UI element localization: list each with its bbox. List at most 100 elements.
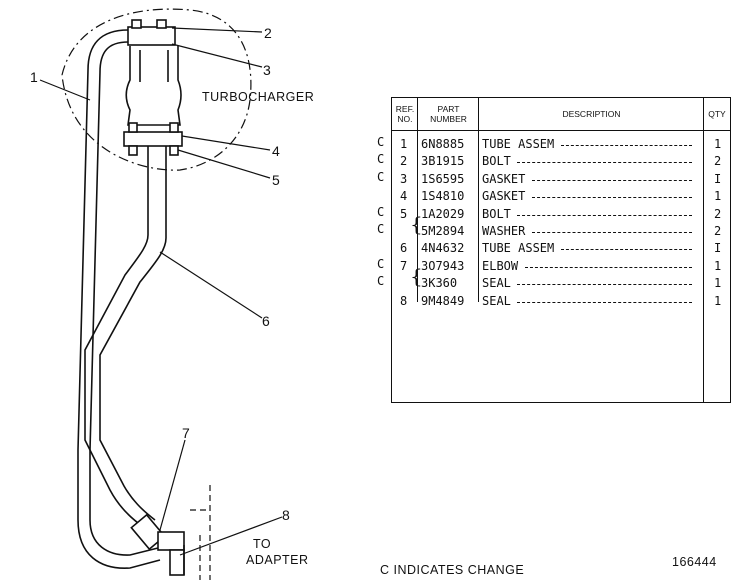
header-ref-no: REF.NO. — [392, 98, 418, 131]
part-number: 5M2894 — [421, 224, 465, 238]
table-row: 6 4N4632 TUBE ASSEM I — [392, 240, 730, 257]
ref-number: 5 — [400, 206, 408, 221]
description: TUBE ASSEM — [482, 137, 555, 151]
qty-header: QTY — [708, 109, 726, 119]
part-header-line1: PART — [437, 104, 460, 114]
quantity: 1 — [714, 258, 722, 273]
leader-dashes — [517, 214, 692, 216]
leader-dashes — [524, 266, 692, 268]
ref-number: 3 — [400, 171, 408, 186]
callout-2: 2 — [264, 25, 272, 41]
description: GASKET — [482, 171, 526, 186]
callout-4: 4 — [272, 143, 280, 159]
description: WASHER — [482, 224, 526, 238]
part-number: 1S6595 — [421, 171, 465, 186]
quantity: 1 — [714, 276, 722, 291]
quantity: 2 — [714, 206, 722, 221]
quantity: I — [714, 171, 722, 186]
part-number: 9M4849 — [421, 293, 465, 308]
brace-ref-7: { — [410, 263, 423, 288]
quantity: 1 — [714, 137, 722, 151]
turbocharger-label: TURBOCHARGER — [202, 90, 314, 104]
quantity: 2 — [714, 224, 722, 238]
change-marker: C — [377, 222, 385, 236]
change-marker: C — [377, 204, 385, 219]
tube-assembly-6 — [84, 146, 149, 529]
ref-header-line2: NO. — [397, 114, 413, 124]
quantity: 2 — [714, 154, 722, 169]
callout-7: 7 — [182, 425, 190, 441]
description: GASKET — [482, 189, 526, 204]
quantity: 1 — [714, 189, 722, 204]
leader-dashes — [531, 232, 692, 233]
ref-number: 7 — [400, 258, 408, 273]
turbo-connector — [125, 46, 182, 126]
callout-5: 5 — [272, 172, 280, 188]
part-number: 1A2029 — [421, 206, 465, 221]
description-header: DESCRIPTION — [562, 109, 621, 119]
change-marker: C — [377, 169, 385, 184]
table-row: 2 3B1915 BOLT 2 — [392, 153, 730, 170]
part-number: 6N8885 — [421, 137, 465, 151]
brace-ref-5: { — [410, 211, 423, 236]
change-marker: C — [377, 274, 385, 289]
table-row: 5M2894 WASHER 2 — [392, 223, 730, 240]
description: ELBOW — [482, 258, 519, 273]
leader-dashes — [517, 301, 692, 303]
adapter-outline — [190, 485, 211, 580]
description: SEAL — [482, 293, 511, 308]
top-flange — [127, 26, 176, 46]
header-qty: QTY — [704, 98, 730, 131]
change-marker: C — [377, 256, 385, 271]
description: BOLT — [482, 154, 511, 169]
table-row: 7 3O7943 ELBOW 1 — [392, 258, 730, 275]
to-adapter-label-line2: ADAPTER — [246, 553, 309, 567]
table-row: 1 6N8885 TUBE ASSEM 1 — [392, 136, 730, 153]
change-footnote: C INDICATES CHANGE — [380, 563, 525, 577]
column-divider — [703, 98, 704, 402]
ref-number: 1 — [400, 137, 408, 151]
leader-dashes — [517, 162, 692, 164]
part-number: 4N4632 — [421, 241, 465, 256]
table-row: 4 1S4810 GASKET 1 — [392, 188, 730, 205]
header-description: DESCRIPTION — [479, 98, 704, 131]
leader-dashes — [531, 197, 692, 199]
quantity: I — [714, 241, 722, 256]
ref-number: 2 — [400, 154, 408, 169]
callout-1: 1 — [30, 69, 38, 85]
seal-fitting — [157, 531, 185, 551]
callout-3: 3 — [263, 62, 271, 78]
part-number: 3O7943 — [421, 258, 465, 273]
table-row: 8 9M4849 SEAL 1 — [392, 293, 730, 310]
tube-assembly-1 — [77, 29, 161, 569]
description: BOLT — [482, 206, 511, 221]
part-number: 3B1915 — [421, 154, 465, 169]
part-header-line2: NUMBER — [430, 114, 467, 124]
part-number: 1S4810 — [421, 189, 465, 204]
leader-dashes — [561, 249, 692, 251]
ref-header-line1: REF. — [395, 104, 415, 114]
leader-dashes — [517, 284, 692, 286]
column-divider — [417, 98, 418, 302]
column-divider — [478, 98, 479, 302]
leader-dashes — [531, 179, 692, 181]
change-marker: C — [377, 135, 385, 149]
description: TUBE ASSEM — [482, 241, 555, 256]
quantity: 1 — [714, 293, 722, 308]
to-adapter-label-line1: TO — [253, 537, 271, 551]
drawing-number: 166444 — [672, 555, 717, 569]
leader-dashes — [561, 145, 692, 146]
ref-number: 6 — [400, 241, 408, 256]
callout-8: 8 — [282, 507, 290, 523]
change-marker: C — [377, 152, 385, 167]
ref-number: 4 — [400, 189, 408, 204]
parts-drawing: 1 2 3 4 5 6 7 8 TURBOCHARGER TO ADAPTER — [30, 8, 314, 580]
table-row: 5 1A2029 BOLT 2 — [392, 206, 730, 223]
part-number: 3K360 — [421, 276, 458, 291]
ref-number: 8 — [400, 293, 408, 308]
lower-flange — [123, 131, 183, 147]
callout-6: 6 — [262, 313, 270, 329]
